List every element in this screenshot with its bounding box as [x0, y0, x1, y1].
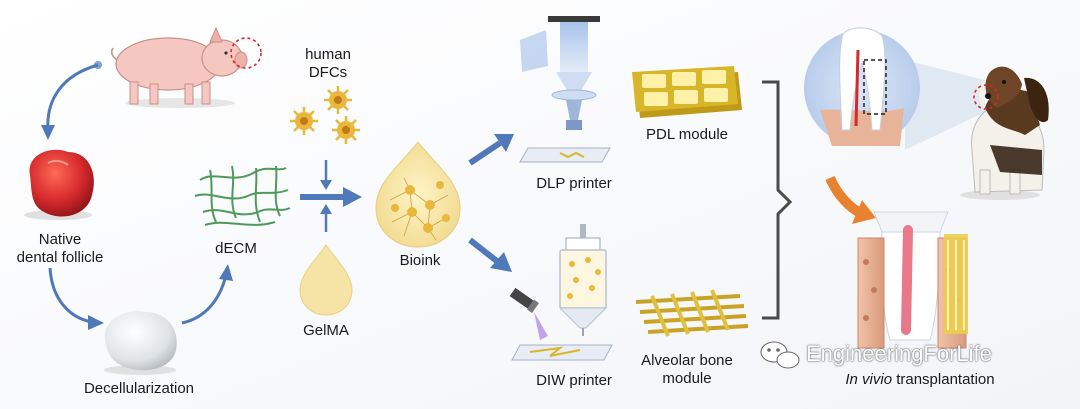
native-follicle-label-line2: dental follicle [16, 249, 104, 266]
dog-illustration [960, 66, 1049, 200]
bioink-label: Bioink [399, 252, 441, 269]
transplant-tooth-construct [857, 211, 968, 349]
decm-label: dECM [215, 240, 257, 257]
native-follicle-label: Native dental follicle [16, 231, 104, 267]
native-follicle-label-line1: Native [38, 231, 82, 248]
human-dfcs-label-line2: DFCs [308, 64, 348, 81]
diw-printer-label: DIW printer [536, 372, 612, 389]
dlp-printer-label: DLP printer [536, 175, 612, 192]
watermark-text: EngineeringForLife [806, 341, 992, 366]
tooth-inset [804, 27, 985, 150]
arrow-decell-to-decm [181, 274, 228, 325]
decm-fibers [194, 165, 291, 226]
decellularized-scaffold [104, 311, 177, 375]
gelma-label: GelMA [303, 322, 349, 339]
pdl-module-label: PDL module [646, 126, 728, 143]
bioink-to-dlp-arrow [468, 134, 514, 166]
in-vivo-italic-text: In vivio [845, 371, 893, 388]
pig-tooth-highlight [230, 37, 262, 69]
diw-printer [509, 224, 613, 361]
alveolar-bone-module-label: Alveolar bone module [632, 352, 742, 388]
native-follicle-tissue [24, 149, 94, 220]
decellularization-label: Decellularization [83, 380, 195, 397]
alveolar-label-line1: Alveolar bone [641, 352, 733, 369]
arrow-pig-to-follicle [46, 63, 99, 131]
pig-illustration [110, 26, 248, 108]
alveolar-label-line2: module [662, 370, 712, 387]
dlp-printer [519, 16, 611, 163]
dfc-cells [290, 86, 360, 144]
combine-bracket [762, 80, 793, 320]
bioink-to-diw-arrow [468, 237, 512, 272]
bioink-drop [375, 141, 461, 248]
gelma-drop [299, 244, 353, 316]
human-dfcs-label-line1: human [305, 46, 351, 63]
mixing-arrows [300, 160, 362, 232]
in-vivo-transplantation-label: In vivio transplantation [830, 371, 1010, 389]
alveolar-bone-module [635, 289, 749, 337]
transplantation-text: transplantation [892, 371, 995, 388]
wechat-icon [760, 341, 800, 369]
human-dfcs-label: human DFCs [300, 46, 356, 82]
pdl-module [632, 66, 742, 118]
arrow-follicle-to-decell [48, 267, 93, 324]
dog-tooth-highlight [973, 84, 999, 110]
